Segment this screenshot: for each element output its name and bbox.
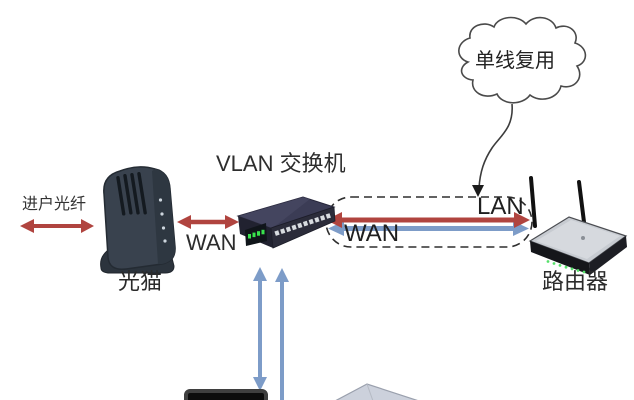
cloud-tail-arrow <box>472 103 513 197</box>
fiber-label: 进户光纤 <box>22 196 87 213</box>
lan-down-arrow-single <box>275 268 289 400</box>
cloud-label: 单线复用 <box>475 50 555 72</box>
cloud-shape <box>458 16 587 104</box>
optical-modem-illustration <box>100 166 176 274</box>
wan-arrow <box>177 215 239 229</box>
switch-title: VLAN 交换机 <box>216 151 346 176</box>
lan-down-arrow-double <box>253 267 267 391</box>
trunk-wan-label: WAN <box>344 220 400 247</box>
pc-roof-illustration <box>335 383 418 400</box>
vlan-switch-illustration <box>236 196 336 249</box>
modem-label: 光猫 <box>117 269 162 294</box>
tv-illustration <box>184 389 268 400</box>
router-illustration <box>528 176 628 275</box>
trunk-lan-label: LAN <box>477 193 524 220</box>
router-label: 路由器 <box>541 269 608 294</box>
fiber-arrow <box>20 219 94 233</box>
wan-link-label: WAN <box>186 230 237 255</box>
